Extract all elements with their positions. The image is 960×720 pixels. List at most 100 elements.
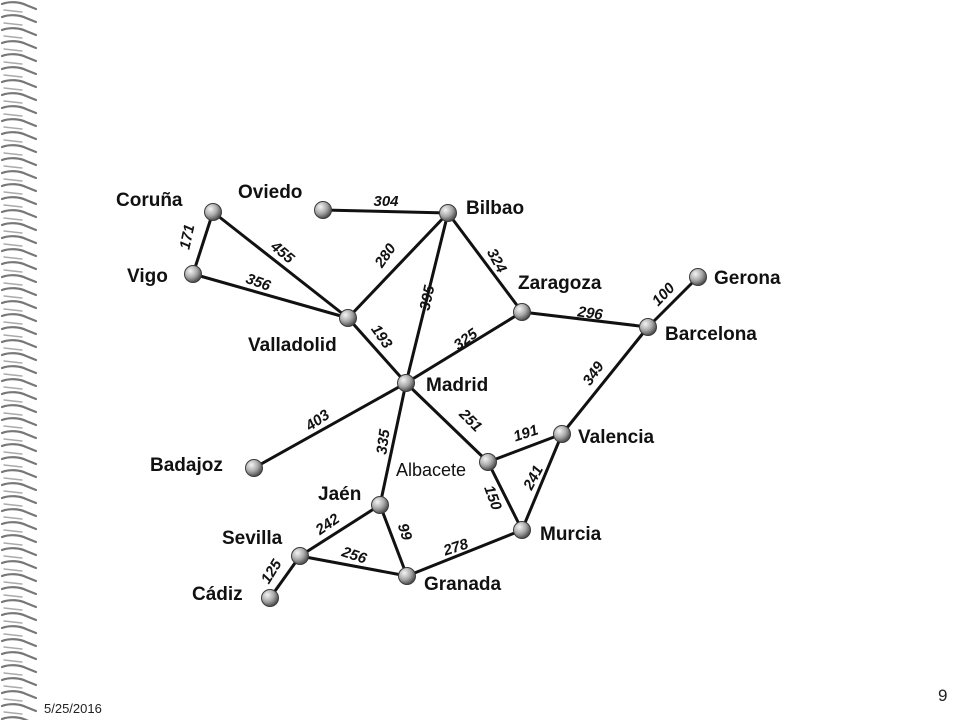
distance-label-madrid-albacete: 251 [455,405,485,435]
spiral-ring [0,274,38,284]
distance-label-oviedo-bilbao: 304 [373,193,399,210]
spiral-ring [0,339,38,349]
distance-label-vigo-valladolid: 356 [244,270,274,295]
spiral-ring-shadow [3,126,23,130]
road-barcelona-valencia [560,325,650,436]
spiral-ring [0,573,38,583]
spiral-ring [0,625,38,635]
spiral-ring-shadow [3,22,23,26]
spiral-ring-shadow [3,490,23,494]
city-label-sevilla: Sevilla [222,528,283,549]
spiral-ring [0,1,38,11]
spiral-ring-shadow [3,334,23,338]
spiral-ring [0,651,38,661]
city-node-zaragoza [513,303,531,321]
distance-label-zaragoza-barcelona: 296 [576,303,605,324]
spiral-ring-shadow [3,672,23,676]
spiral-ring [0,391,38,401]
spiral-ring-shadow [3,74,23,78]
distance-label-madrid-badajoz: 403 [302,406,334,435]
spiral-ring [0,560,38,570]
spiral-ring-shadow [3,113,23,117]
spiral-ring [0,66,38,76]
spiral-ring-shadow [3,711,23,715]
city-node-madrid [397,374,415,392]
city-node-barcelona [639,318,657,336]
spiral-ring [0,157,38,167]
spiral-ring-shadow [3,61,23,65]
spiral-ring [0,235,38,245]
spiral-ring-shadow [3,347,23,351]
spiral-ring-shadow [3,48,23,52]
spiral-ring-shadow [3,321,23,325]
city-label-barcelona: Barcelona [665,324,757,345]
spiral-ring [0,326,38,336]
spiral-ring-shadow [3,685,23,689]
city-label-gerona: Gerona [714,268,781,289]
city-node-albacete [479,453,497,471]
road-coruna-vigo [191,210,215,276]
spiral-ring-shadow [3,204,23,208]
spiral-ring [0,664,38,674]
city-node-badajoz [245,459,263,477]
spiral-ring [0,586,38,596]
spiral-ring [0,534,38,544]
spiral-ring [0,417,38,427]
city-label-murcia: Murcia [540,524,602,545]
spiral-ring-shadow [3,646,23,650]
city-node-valladolid [339,309,357,327]
spiral-ring-shadow [3,139,23,143]
spiral-ring-shadow [3,308,23,312]
spiral-ring-shadow [3,555,23,559]
spiral-ring [0,53,38,63]
spiral-ring-shadow [3,282,23,286]
road-valladolid-madrid [346,316,408,385]
spiral-ring-shadow [3,529,23,533]
city-node-gerona [689,268,707,286]
road-madrid-badajoz [252,381,408,470]
spiral-ring [0,677,38,687]
road-oviedo-bilbao [321,208,450,215]
city-label-albacete: Albacete [396,460,466,480]
spiral-ring-shadow [3,568,23,572]
spiral-ring-shadow [3,425,23,429]
city-node-cadiz [261,589,279,607]
road-madrid-albacete [404,381,490,464]
spiral-ring-shadow [3,35,23,39]
city-node-oviedo [314,201,332,219]
spiral-ring-shadow [3,100,23,104]
spiral-ring [0,469,38,479]
city-node-murcia [513,521,531,539]
spiral-ring [0,443,38,453]
spiral-ring [0,547,38,557]
road-granada-murcia [405,528,524,578]
road-valencia-murcia [520,432,564,532]
spiral-ring-shadow [3,464,23,468]
city-node-jaen [371,496,389,514]
city-node-vigo [184,265,202,283]
city-node-sevilla [291,547,309,565]
spiral-ring-shadow [3,243,23,247]
city-label-bilbao: Bilbao [466,198,524,219]
distance-label-jaen-sevilla: 242 [312,510,344,539]
spiral-ring [0,40,38,50]
spiral-ring [0,404,38,414]
spiral-ring [0,521,38,531]
city-label-valencia: Valencia [578,427,654,448]
distance-label-madrid-jaen: 335 [373,428,393,456]
spiral-ring-shadow [3,230,23,234]
spiral-ring [0,703,38,713]
road-sevilla-granada [298,554,409,578]
road-vigo-valladolid [191,272,350,320]
city-label-vigo: Vigo [127,266,168,287]
spiral-ring [0,222,38,232]
spiral-ring [0,365,38,375]
road-albacete-murcia [486,460,524,532]
footer-date: 5/25/2016 [44,701,102,716]
distance-label-madrid-zaragoza: 325 [451,325,482,354]
spiral-ring-shadow [3,633,23,637]
spiral-ring [0,209,38,219]
spiral-ring-shadow [3,503,23,507]
spiral-ring [0,378,38,388]
distance-label-bilbao-zaragoza: 324 [483,246,510,277]
